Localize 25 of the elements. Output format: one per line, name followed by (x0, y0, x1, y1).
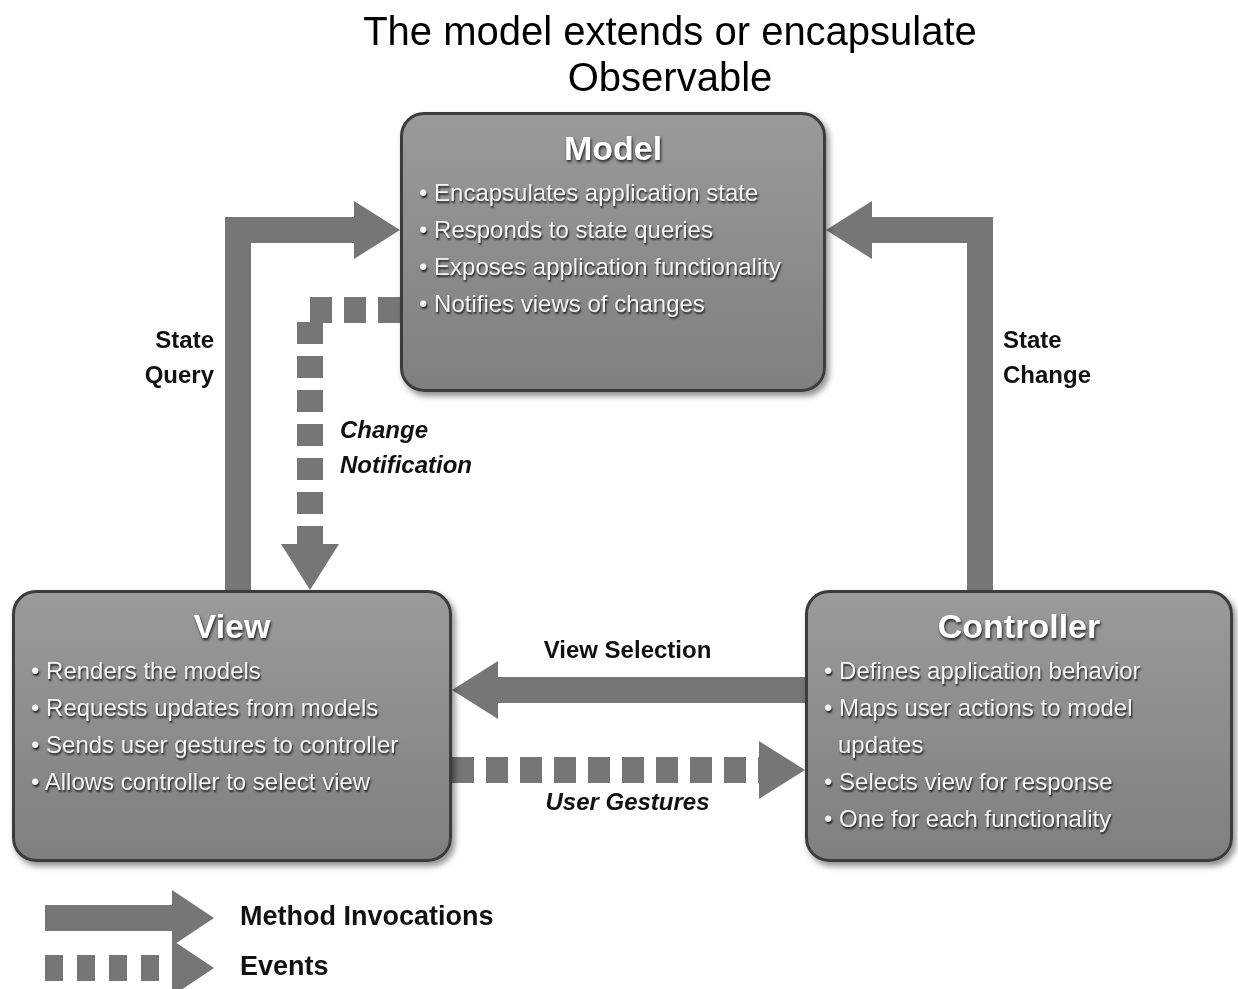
arrow (452, 661, 805, 719)
component-box (805, 590, 1233, 862)
bullet-item: • Allows controller to select view (31, 767, 372, 797)
box-heading: View (192, 607, 272, 646)
bullet-item: • Maps user actions to model updates (824, 693, 1134, 760)
bullet-item: • Encapsulates application state (419, 178, 760, 208)
diagram-title: The model extends or encapsulate Observable (362, 8, 978, 100)
dashed-arrow (452, 741, 805, 799)
legend-label: Events (240, 951, 329, 982)
component-box (400, 112, 826, 392)
box-heading: Controller (936, 607, 1102, 646)
bullet-item: • One for each functionality (824, 804, 1113, 834)
bullet-item: • Requests updates from models (31, 693, 380, 723)
bullet-item: • Defines application behavior (824, 656, 1142, 686)
bullet-item: • Responds to state queries (419, 215, 714, 245)
arrow (826, 201, 993, 590)
legend-label: Method Invocations (240, 901, 494, 932)
bullet-item: • Notifies views of changes (419, 289, 706, 319)
bullet-item: • Selects view for response (824, 767, 1114, 797)
bullet-item: • Exposes application functionality (419, 252, 782, 282)
arrow (225, 201, 400, 590)
bullet-item: • Renders the models (31, 656, 262, 686)
component-box (12, 590, 452, 862)
box-heading: Model (562, 129, 664, 168)
bullet-item: • Sends user gestures to controller (31, 730, 400, 760)
